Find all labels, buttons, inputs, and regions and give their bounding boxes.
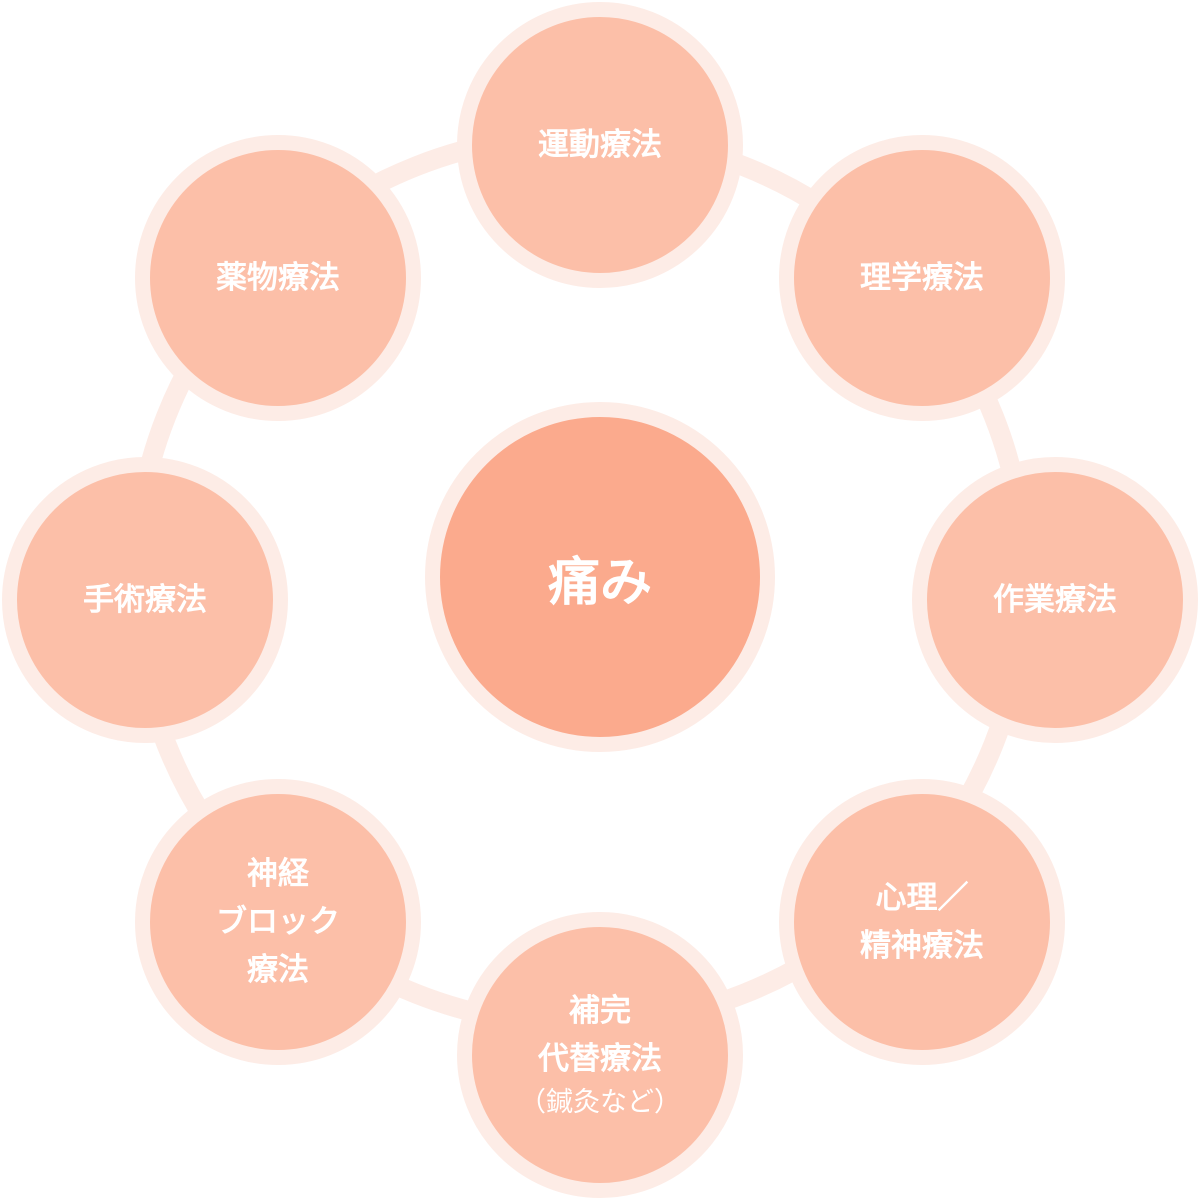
node-drug-therapy: 薬物療法 bbox=[135, 135, 421, 421]
node-label: 療法 bbox=[247, 952, 309, 988]
node-label: 運動療法 bbox=[538, 127, 662, 163]
node-label: 理学療法 bbox=[860, 260, 984, 296]
center-node-pain: 痛み bbox=[425, 402, 775, 752]
node-label: 手術療法 bbox=[83, 582, 207, 618]
node-surgical-therapy: 手術療法 bbox=[2, 457, 288, 743]
node-occupational-therapy: 作業療法 bbox=[912, 457, 1198, 743]
node-label: ブロック bbox=[216, 904, 340, 940]
node-complementary-therapy: 補完代替療法 （鍼灸など） bbox=[457, 912, 743, 1198]
node-nerve-block-therapy: 神経ブロック療法 bbox=[135, 779, 421, 1065]
node-label: 薬物療法 bbox=[216, 260, 340, 296]
node-label: 精神療法 bbox=[860, 928, 984, 964]
node-label: 心理／ bbox=[875, 880, 969, 916]
node-label: 作業療法 bbox=[993, 582, 1117, 618]
node-psychotherapy: 心理／ 精神療法 bbox=[779, 779, 1065, 1065]
node-exercise-therapy: 運動療法 bbox=[457, 2, 743, 288]
node-physical-therapy: 理学療法 bbox=[779, 135, 1065, 421]
center-label: 痛み bbox=[547, 552, 652, 613]
node-sublabel: （鍼灸など） bbox=[519, 1087, 681, 1118]
node-label: 神経 bbox=[247, 856, 309, 892]
node-label: 代替療法 bbox=[538, 1041, 662, 1077]
node-label: 補完 bbox=[569, 993, 631, 1029]
